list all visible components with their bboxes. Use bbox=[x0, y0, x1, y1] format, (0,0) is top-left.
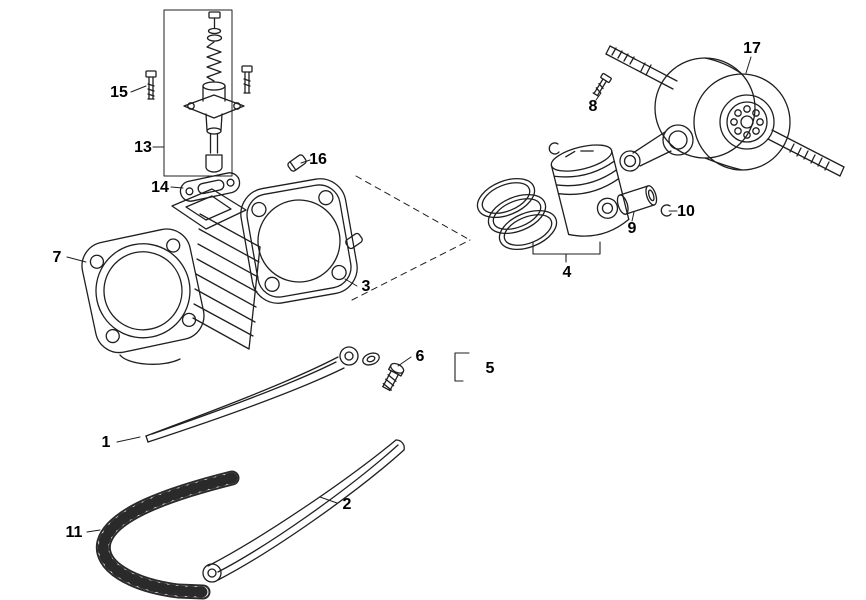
mounting-bolt-left-drawing bbox=[145, 70, 157, 100]
bolt-6-drawing bbox=[382, 362, 405, 392]
tensioner-gasket-drawing bbox=[179, 172, 241, 202]
part-label-11: 11 bbox=[66, 524, 83, 541]
cam-chain-drawing bbox=[95, 470, 240, 600]
part-label-2: 2 bbox=[343, 496, 352, 513]
part-label-14: 14 bbox=[151, 179, 169, 196]
tensioner-spring bbox=[206, 41, 222, 82]
tensioner-group-box bbox=[163, 9, 233, 177]
crankshaft-drawing bbox=[605, 45, 845, 177]
tensioner-cap-bolt-drawing bbox=[206, 11, 223, 82]
part-label-1: 1 bbox=[102, 434, 111, 451]
cylinder-fins bbox=[192, 213, 261, 350]
piston-rings-drawing bbox=[476, 177, 558, 251]
piston-pin-drawing bbox=[616, 185, 658, 215]
part-label-10: 10 bbox=[677, 203, 695, 220]
piston-drawing bbox=[550, 144, 630, 237]
dowel-pin-top-drawing bbox=[287, 154, 307, 172]
part-label-4: 4 bbox=[563, 264, 572, 281]
conrod-small-end bbox=[619, 150, 641, 172]
part-labels: 1 2 3 4 5 6 7 8 9 10 11 13 14 15 16 17 bbox=[53, 40, 761, 541]
crank-pin bbox=[662, 124, 694, 156]
leader-lines bbox=[66, 56, 752, 533]
part-label-15: 15 bbox=[110, 84, 128, 101]
bracket-bolt-set bbox=[454, 352, 470, 382]
part-label-13: 13 bbox=[134, 139, 152, 156]
circlip-right-icon bbox=[660, 204, 672, 217]
alignment-dashed-lines bbox=[351, 175, 471, 301]
part-label-16: 16 bbox=[309, 151, 327, 168]
bracket-ring-set bbox=[532, 241, 601, 263]
part-label-7: 7 bbox=[53, 249, 62, 266]
cam-chain-guide-drawing bbox=[145, 346, 359, 443]
washer-drawing bbox=[362, 352, 380, 366]
cylinder-skirt bbox=[119, 354, 181, 365]
circlip-top-icon bbox=[548, 142, 560, 155]
part-label-17: 17 bbox=[743, 40, 761, 57]
tensioner-body-drawing bbox=[183, 81, 245, 173]
mounting-bolt-right-drawing bbox=[241, 65, 253, 94]
part-label-9: 9 bbox=[628, 220, 637, 237]
part-label-6: 6 bbox=[416, 348, 425, 365]
part-label-5: 5 bbox=[486, 360, 495, 377]
cylinder-top-port bbox=[171, 188, 247, 230]
cylinder-drawing bbox=[81, 188, 261, 365]
part-label-8: 8 bbox=[589, 98, 598, 115]
cylinder-gasket-drawing bbox=[240, 178, 358, 304]
tensioner-guide-drawing bbox=[202, 439, 405, 583]
part-label-3: 3 bbox=[362, 278, 371, 295]
bolt-8-drawing bbox=[592, 72, 612, 97]
